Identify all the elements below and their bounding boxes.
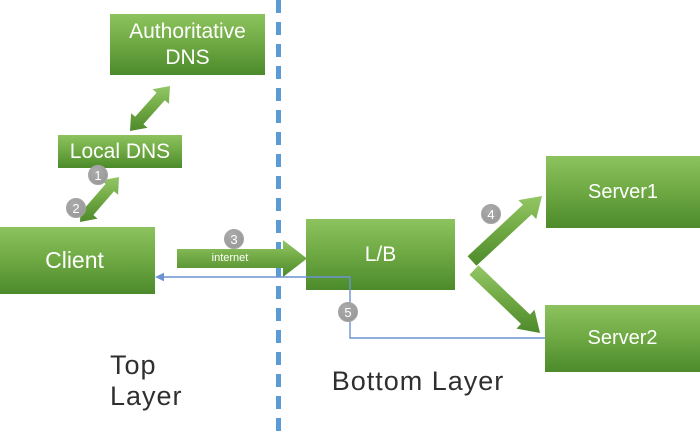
node-server1-label: Server1 bbox=[587, 180, 659, 203]
arrow-authdns-localdns bbox=[130, 86, 170, 131]
node-load-balancer: L/B bbox=[306, 219, 455, 290]
bottom-layer-caption: Bottom Layer bbox=[331, 365, 505, 396]
step-badge-1: 1 bbox=[88, 165, 108, 185]
step-badge-4: 4 bbox=[481, 204, 501, 224]
connector-arrowhead bbox=[155, 272, 164, 282]
internet-edge-label: internet bbox=[211, 252, 249, 264]
node-local-dns-label: Local DNS bbox=[69, 139, 171, 163]
node-client-label: Client bbox=[45, 247, 104, 274]
step-badge-5: 5 bbox=[338, 302, 358, 322]
step-badge-3: 3 bbox=[224, 229, 244, 249]
top-layer-caption: Top Layer bbox=[110, 350, 183, 411]
arrow-lb-server1 bbox=[467, 196, 542, 266]
step-badge-2: 2 bbox=[66, 198, 86, 218]
node-server2-label: Server2 bbox=[587, 327, 658, 350]
arrow-lb-server2 bbox=[469, 265, 540, 333]
node-local-dns: Local DNS bbox=[58, 135, 182, 168]
node-client: Client bbox=[0, 227, 155, 294]
node-load-balancer-label: L/B bbox=[364, 242, 397, 266]
node-authoritative-dns: Authoritative DNS bbox=[110, 14, 265, 75]
node-authoritative-dns-label: Authoritative DNS bbox=[129, 19, 246, 69]
node-server2: Server2 bbox=[545, 305, 700, 372]
node-server1: Server1 bbox=[546, 156, 700, 228]
layer-divider-dashed-line bbox=[276, 0, 281, 440]
